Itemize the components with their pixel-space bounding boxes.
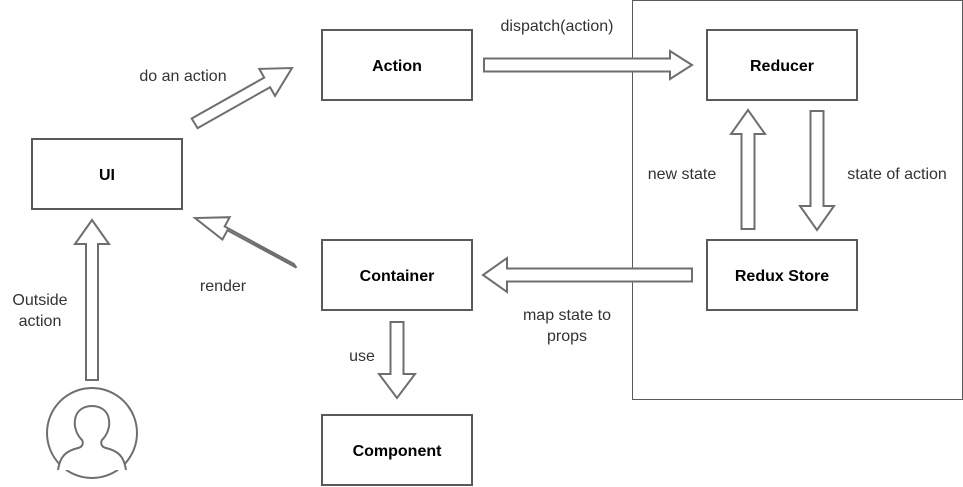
component-box	[321, 414, 473, 486]
action-box	[321, 29, 473, 101]
redux-store-box	[706, 239, 858, 311]
label-map-state-line2: props	[547, 328, 587, 345]
ui-label: UI	[99, 167, 115, 184]
arrow-ui-to-action	[190, 66, 294, 130]
arrow-store-to-container	[481, 256, 693, 294]
container-box	[321, 239, 473, 311]
reducer-box	[706, 29, 858, 101]
label-map-state-line1: map state to	[523, 307, 611, 324]
arrow-reducer-to-store	[798, 110, 836, 232]
container-label: Container	[360, 268, 435, 285]
label-outside-line1: Outside	[12, 292, 67, 309]
arrow-action-to-reducer	[483, 49, 694, 81]
component-label: Component	[353, 443, 443, 460]
reducer-label: Reducer	[750, 58, 814, 75]
label-render: render	[200, 278, 247, 295]
ui-box	[31, 138, 183, 210]
user-icon	[46, 387, 138, 479]
label-outside-line2: action	[19, 313, 62, 330]
arrow-actor-to-ui	[73, 218, 111, 381]
label-dispatch: dispatch(action)	[501, 18, 614, 35]
redux-store-label: Redux Store	[735, 268, 829, 285]
label-do-an-action: do an action	[139, 68, 226, 85]
label-use: use	[349, 348, 375, 365]
label-new-state: new state	[648, 166, 717, 183]
arrow-container-to-component	[377, 321, 417, 400]
label-state-of-action: state of action	[847, 166, 947, 183]
arrow-container-to-ui	[192, 216, 298, 269]
arrow-store-to-reducer	[729, 108, 767, 230]
action-label: Action	[372, 58, 422, 75]
